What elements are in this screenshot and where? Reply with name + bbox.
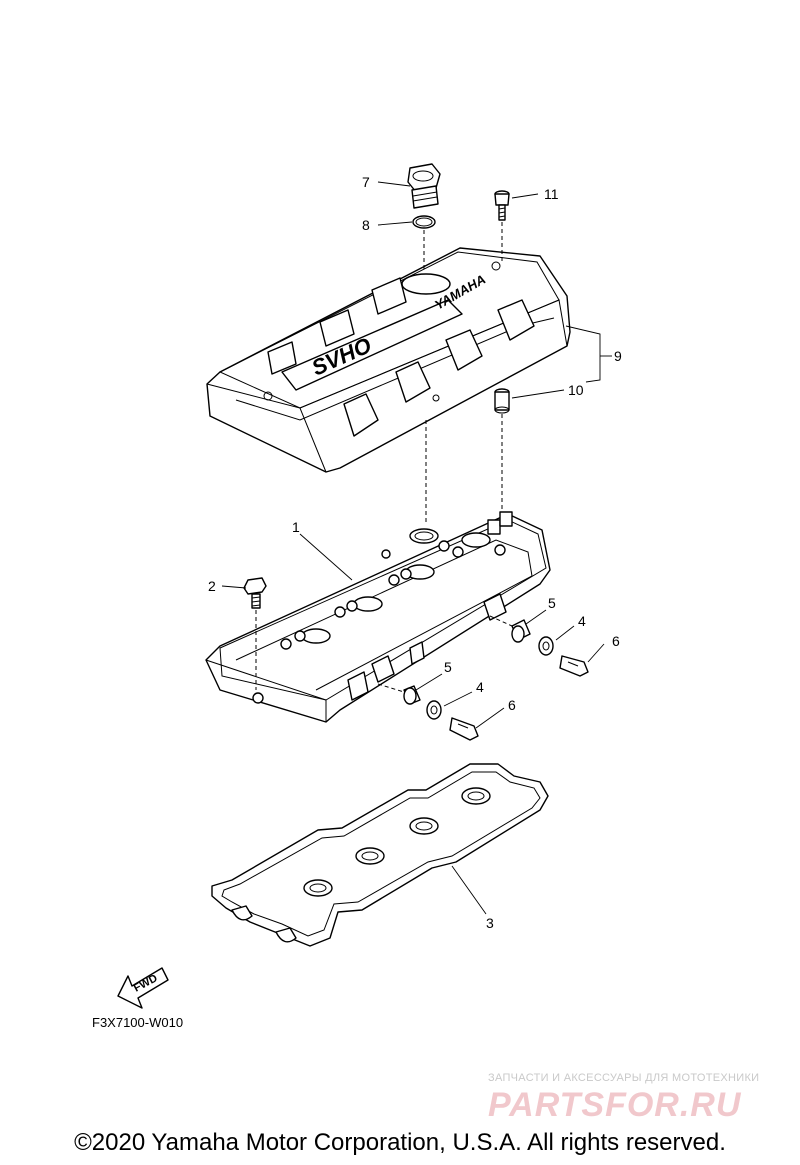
callout-11: 11 (544, 186, 559, 202)
callout-9: 9 (614, 348, 622, 364)
callout-8: 8 (362, 217, 370, 233)
cylinder-head-cover: SVHO YAMAHA (206, 247, 571, 473)
callout-6-lower: 6 (508, 697, 516, 713)
callout-4-upper: 4 (578, 613, 586, 629)
head-cover-base (205, 511, 551, 723)
callout-10: 10 (568, 382, 584, 398)
callout-numbers: 7 8 11 9 10 1 2 5 4 6 5 4 6 3 (208, 174, 622, 931)
callout-5-upper: 5 (548, 595, 556, 611)
collar (494, 388, 510, 414)
watermark-logo: PARTSFOR.RU (488, 1086, 742, 1124)
cover-bolt (494, 190, 510, 221)
base-bolt (243, 577, 267, 609)
fwd-arrow-icon: FWD (117, 967, 169, 1009)
callout-5-lower: 5 (444, 659, 452, 675)
grommet-set-lower (403, 685, 479, 741)
head-cover-gasket (211, 763, 549, 947)
leader-lines (221, 181, 612, 915)
figure-code: F3X7100-W010 (92, 1015, 183, 1030)
o-ring (412, 215, 436, 229)
callout-3: 3 (486, 915, 494, 931)
watermark-tagline: ЗАПЧАСТИ И АКСЕССУАРЫ ДЛЯ МОТОТЕХНИКИ (488, 1072, 760, 1084)
callout-6-upper: 6 (612, 633, 620, 649)
callout-4-lower: 4 (476, 679, 484, 695)
callout-7: 7 (362, 174, 370, 190)
grommet-set-upper (511, 619, 589, 677)
oil-filler-cap (407, 163, 441, 209)
callout-2: 2 (208, 578, 216, 594)
callout-1: 1 (292, 519, 300, 535)
copyright-notice: ©2020 Yamaha Motor Corporation, U.S.A. A… (74, 1129, 726, 1156)
